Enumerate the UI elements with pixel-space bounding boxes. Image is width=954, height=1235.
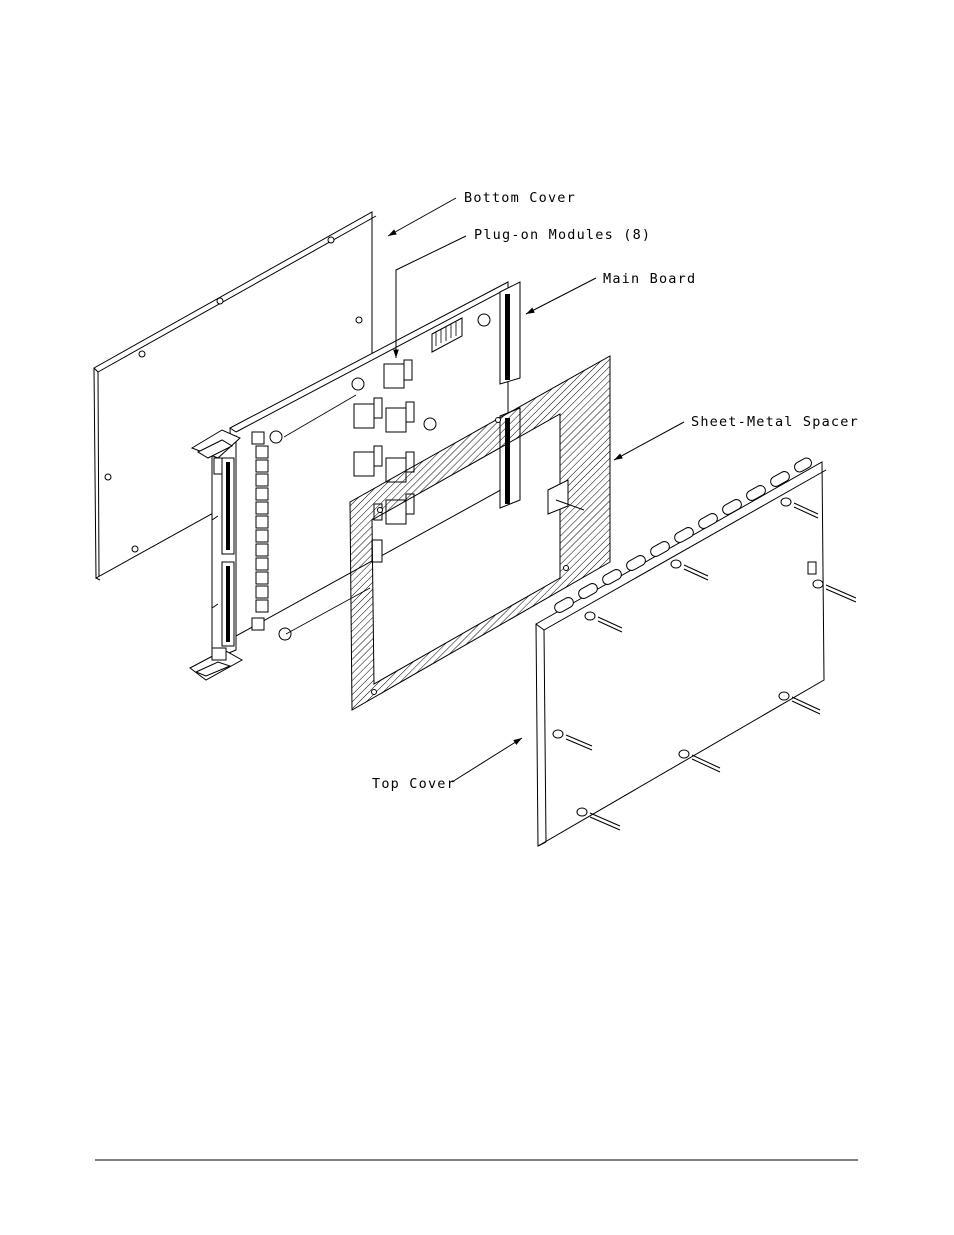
bottom-cover-holes [104, 236, 363, 553]
top-cover-panel [535, 457, 827, 847]
label-main-board: Main Board [603, 271, 696, 287]
label-sheet-metal-spacer: Sheet-Metal Spacer [691, 414, 859, 430]
label-top-cover: Top Cover [372, 776, 456, 792]
plug-on-module [353, 451, 375, 477]
plug-on-module [371, 539, 383, 563]
top-cover-screws [552, 497, 857, 831]
board-standoffs [269, 313, 491, 641]
sheet-metal-spacer [349, 355, 611, 711]
bottom-cover-panel [93, 211, 377, 581]
label-bottom-cover: Bottom Cover [464, 190, 576, 206]
plug-on-module [353, 403, 375, 429]
top-cover-slots [554, 457, 812, 613]
plug-on-module [383, 363, 405, 389]
front-panel [189, 429, 244, 681]
plug-on-module [385, 407, 407, 433]
callout-leaders [387, 197, 685, 783]
label-plug-on-modules: Plug-on Modules (8) [474, 227, 651, 243]
dip-switch [431, 317, 463, 353]
edge-component-stack [251, 431, 269, 631]
